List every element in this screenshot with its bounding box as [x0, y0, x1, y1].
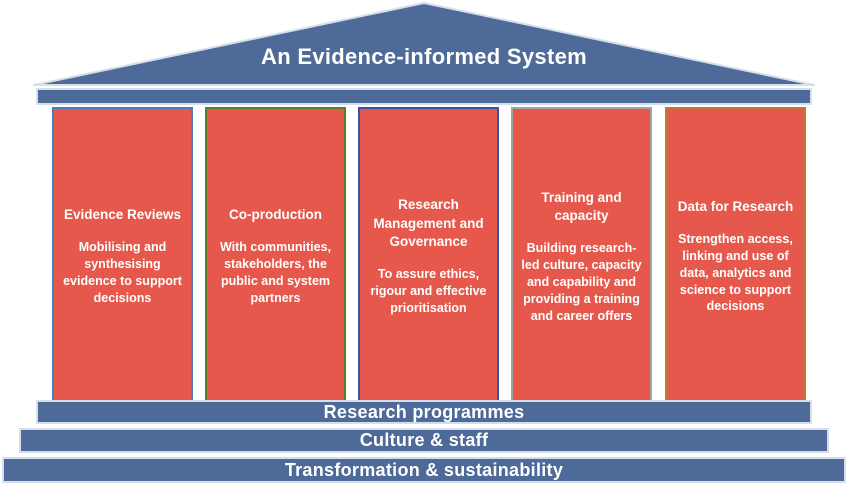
pillar-body: Building research-led culture, capacity … [521, 241, 642, 323]
pillar-body: Mobilising and synthesising evidence to … [63, 240, 182, 305]
pillar-title: Evidence Reviews [63, 207, 182, 223]
pediment-triangle [33, 2, 815, 86]
foundation-bar-research-programmes: Research programmes [36, 400, 812, 424]
pillar-research-management-governance: Research Management and Governance To as… [358, 107, 499, 406]
system-title: An Evidence-informed System [261, 44, 587, 69]
pillar-training-capacity: Training and capacity Building research-… [511, 107, 652, 406]
pillar-body: Strengthen access, linking and use of da… [678, 231, 793, 314]
foundation-bar-transformation-sustainability: Transformation & sustainability [2, 457, 846, 483]
pillar-title: Training and capacity [541, 189, 622, 223]
entablature-bar [36, 88, 812, 105]
pillar-title: Data for Research [677, 198, 794, 214]
pillar-data-for-research: Data for Research Strengthen access, lin… [665, 107, 806, 406]
pediment-shape [33, 2, 815, 86]
pillar-title: Co-production [229, 207, 322, 223]
foundation-bar-label: Transformation & sustainability [284, 459, 564, 480]
foundation-bar-label: Research programmes [323, 401, 525, 422]
pillar-evidence-reviews: Evidence Reviews Mobilising and synthesi… [52, 107, 193, 406]
foundation-bar-culture-staff: Culture & staff [19, 428, 829, 453]
pillar-body: With communities, stakeholders, the publ… [219, 240, 331, 305]
foundation-bar-label: Culture & staff [359, 430, 489, 450]
pillar-title: Research Management and Governance [373, 197, 484, 249]
pillar-co-production: Co-production With communities, stakehol… [205, 107, 346, 406]
pillar-body: To assure ethics, rigour and effective p… [370, 267, 487, 315]
